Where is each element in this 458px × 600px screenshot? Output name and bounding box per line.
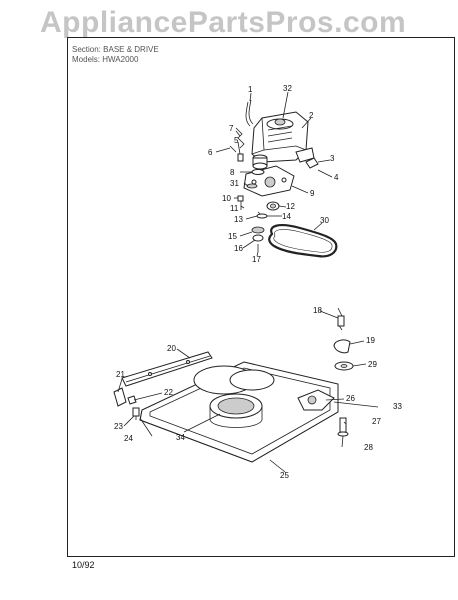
callout-19: 19 (366, 336, 375, 345)
callout-21: 21 (116, 370, 125, 379)
callout-25: 25 (280, 471, 289, 480)
section-label: Section: (72, 45, 101, 54)
motor-assembly (229, 99, 338, 258)
callout-12: 12 (286, 202, 295, 211)
models-value: HWA2000 (102, 55, 139, 64)
callout-10: 10 (222, 194, 231, 203)
callout-15: 15 (228, 232, 237, 241)
callout-26: 26 (346, 394, 355, 403)
callout-14: 14 (282, 212, 291, 221)
watermark: AppliancePartsPros.com (40, 6, 407, 39)
callout-9: 9 (310, 189, 315, 198)
callout-34: 34 (176, 433, 185, 442)
callout-31: 31 (230, 179, 239, 188)
callout-22: 22 (164, 388, 173, 397)
callout-5: 5 (234, 136, 239, 145)
callout-2: 2 (309, 111, 314, 120)
callout-27: 27 (372, 417, 381, 426)
callout-29: 29 (368, 360, 377, 369)
callout-16: 16 (234, 244, 243, 253)
callout-30: 30 (320, 216, 329, 225)
footer-rule (67, 556, 455, 557)
callout-32: 32 (283, 84, 292, 93)
callout-1: 1 (248, 85, 253, 94)
callout-17: 17 (252, 255, 261, 264)
callout-7: 7 (229, 124, 234, 133)
callout-33: 33 (393, 402, 402, 411)
models-label: Models: (72, 55, 101, 64)
leader-lines-lower (117, 310, 379, 473)
callout-20: 20 (167, 344, 176, 353)
leader-lines-upper (215, 91, 333, 257)
callout-13: 13 (234, 215, 243, 224)
callout-6: 6 (208, 148, 213, 157)
callout-28: 28 (364, 443, 373, 452)
callout-3: 3 (330, 154, 335, 163)
base-assembly (113, 307, 354, 463)
revision-date: 10/92 (72, 560, 95, 570)
callout-11: 11 (230, 204, 239, 213)
callout-23: 23 (114, 422, 123, 431)
callout-24: 24 (124, 434, 133, 443)
callout-8: 8 (230, 168, 235, 177)
section-value: BASE & DRIVE (103, 45, 159, 54)
callout-labels: 1 32 2 7 5 6 3 8 4 31 9 10 11 12 13 14 3… (114, 84, 402, 480)
section-header: Section: BASE & DRIVE (72, 45, 159, 54)
callout-18: 18 (313, 306, 322, 315)
models-header: Models: HWA2000 (72, 55, 138, 64)
callout-4: 4 (334, 173, 339, 182)
